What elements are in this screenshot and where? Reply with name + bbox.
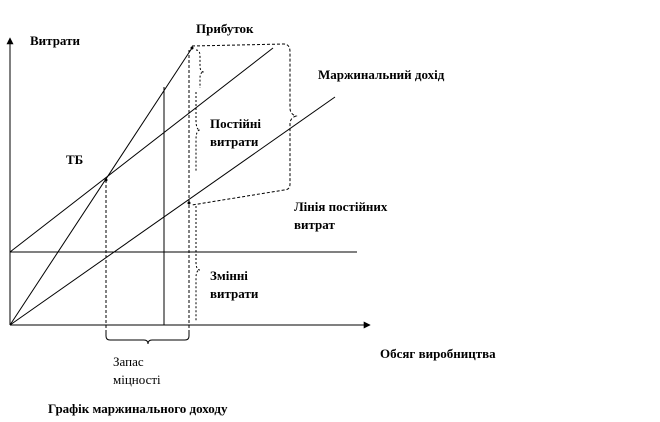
variable-costs-label: Змінні витрати bbox=[210, 268, 259, 301]
fixed-costs-label: Постійні витрати bbox=[210, 116, 261, 149]
variable-costs-line bbox=[9, 96, 336, 326]
safety-margin-label: Запас міцності bbox=[113, 354, 161, 387]
x-axis-label: Обсяг виробництва bbox=[380, 346, 496, 361]
safety-margin-bracket bbox=[105, 332, 190, 345]
variable-costs-brace bbox=[195, 206, 201, 322]
revenue-line bbox=[9, 47, 193, 326]
fixed-costs-line-label: Лінія постійних витрат bbox=[294, 199, 388, 232]
break-even-point bbox=[104, 178, 108, 182]
diagram-caption: Графік маржинального доходу bbox=[48, 401, 228, 416]
total-costs-line bbox=[9, 47, 274, 253]
profit-label: Прибуток bbox=[196, 21, 254, 36]
fixed-line-point bbox=[187, 201, 191, 205]
profit-point bbox=[190, 46, 194, 50]
break-even-label: ТБ bbox=[66, 152, 84, 167]
y-axis-label: Витрати bbox=[30, 33, 80, 48]
profit-brace bbox=[195, 49, 205, 88]
marginal-income-label: Маржинальний дохід bbox=[318, 67, 445, 82]
fixed-costs-brace bbox=[195, 92, 201, 172]
